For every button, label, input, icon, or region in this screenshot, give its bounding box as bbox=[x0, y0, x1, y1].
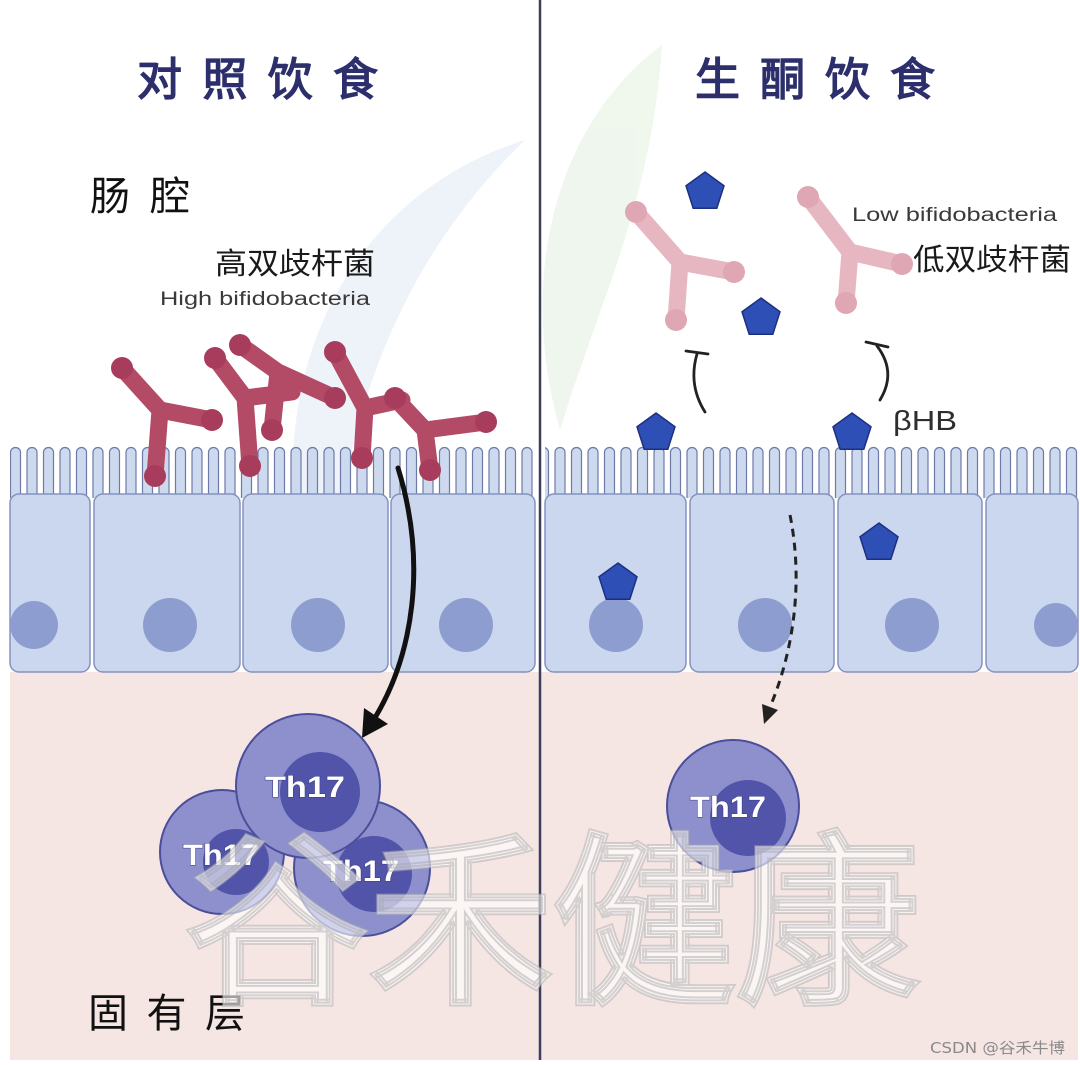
logo-green-leaf bbox=[543, 45, 662, 430]
pentagon-icon bbox=[742, 298, 780, 334]
microvilli-left bbox=[10, 446, 535, 498]
bifidobacterium-icon bbox=[625, 201, 745, 331]
pentagon-icon bbox=[686, 172, 724, 208]
high-bifidobacteria-label-en: High bifidobacteria bbox=[160, 289, 371, 310]
low-bifidobacteria-label-cn: 低双歧杆菌 bbox=[913, 243, 1071, 278]
inhibition-arrow-icon bbox=[866, 342, 888, 400]
brand-watermark: 谷禾健康 bbox=[185, 816, 920, 1032]
epithelium-left bbox=[10, 494, 535, 672]
pentagon-icon bbox=[637, 413, 675, 449]
cell-nucleus bbox=[1034, 603, 1078, 647]
cell-nucleus bbox=[589, 598, 643, 652]
inhibition-arrow-icon bbox=[686, 351, 708, 412]
beta-hydroxybutyrate-label: βHB bbox=[893, 405, 957, 436]
cell-nucleus bbox=[738, 598, 792, 652]
pentagon-icon bbox=[833, 413, 871, 449]
source-credit: CSDN @谷禾牛博 bbox=[930, 1039, 1065, 1057]
cell-nucleus bbox=[143, 598, 197, 652]
high-bifidobacteria-label-cn: 高双歧杆菌 bbox=[215, 247, 375, 282]
cell-nucleus bbox=[885, 598, 939, 652]
lumen-label: 肠腔 bbox=[90, 174, 190, 220]
cell-nucleus bbox=[291, 598, 345, 652]
microvilli-right bbox=[545, 446, 1078, 498]
low-bifidobacteria-label-en: Low bifidobacteria bbox=[852, 205, 1058, 226]
right-panel-title: 生酮饮食 bbox=[695, 53, 936, 106]
left-panel-title: 对照饮食 bbox=[137, 53, 379, 106]
th17-label: Th17 bbox=[265, 771, 345, 804]
cell-nucleus bbox=[439, 598, 493, 652]
cell-nucleus bbox=[10, 601, 58, 649]
